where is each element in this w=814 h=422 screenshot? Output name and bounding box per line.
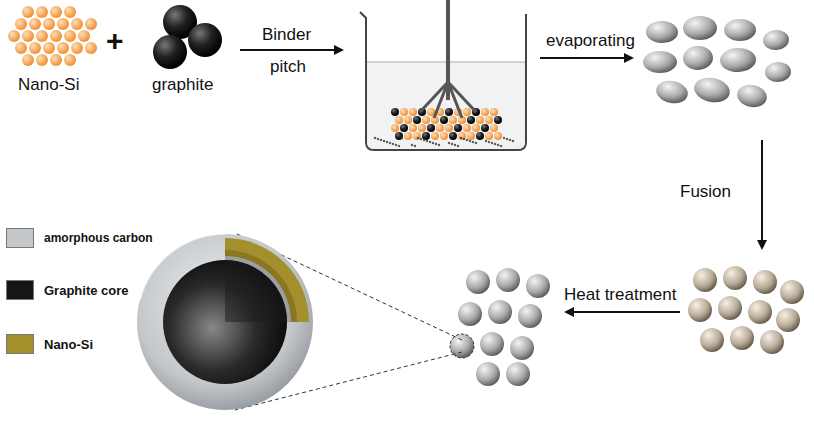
- plus-sign: +: [106, 24, 124, 57]
- step-label: evaporating: [546, 32, 635, 51]
- legend-swatch: [6, 228, 34, 248]
- legend-text: Nano-Si: [44, 337, 93, 352]
- legend-text: amorphous carbon: [44, 231, 153, 245]
- material-label: Nano-Si: [18, 76, 79, 95]
- legend-text: Graphite core: [44, 283, 129, 298]
- legend-swatch: [6, 334, 34, 354]
- material-label: graphite: [152, 76, 213, 95]
- legend-row: amorphous carbon: [6, 228, 153, 248]
- legend-swatch: [6, 280, 34, 300]
- step-label: Fusion: [680, 183, 731, 202]
- step-label: Binder: [262, 26, 311, 45]
- legend-row: Graphite core: [6, 280, 129, 300]
- legend-row: Nano-Si: [6, 334, 93, 354]
- step-label: Heat treatment: [564, 286, 676, 305]
- step-label: pitch: [270, 58, 306, 77]
